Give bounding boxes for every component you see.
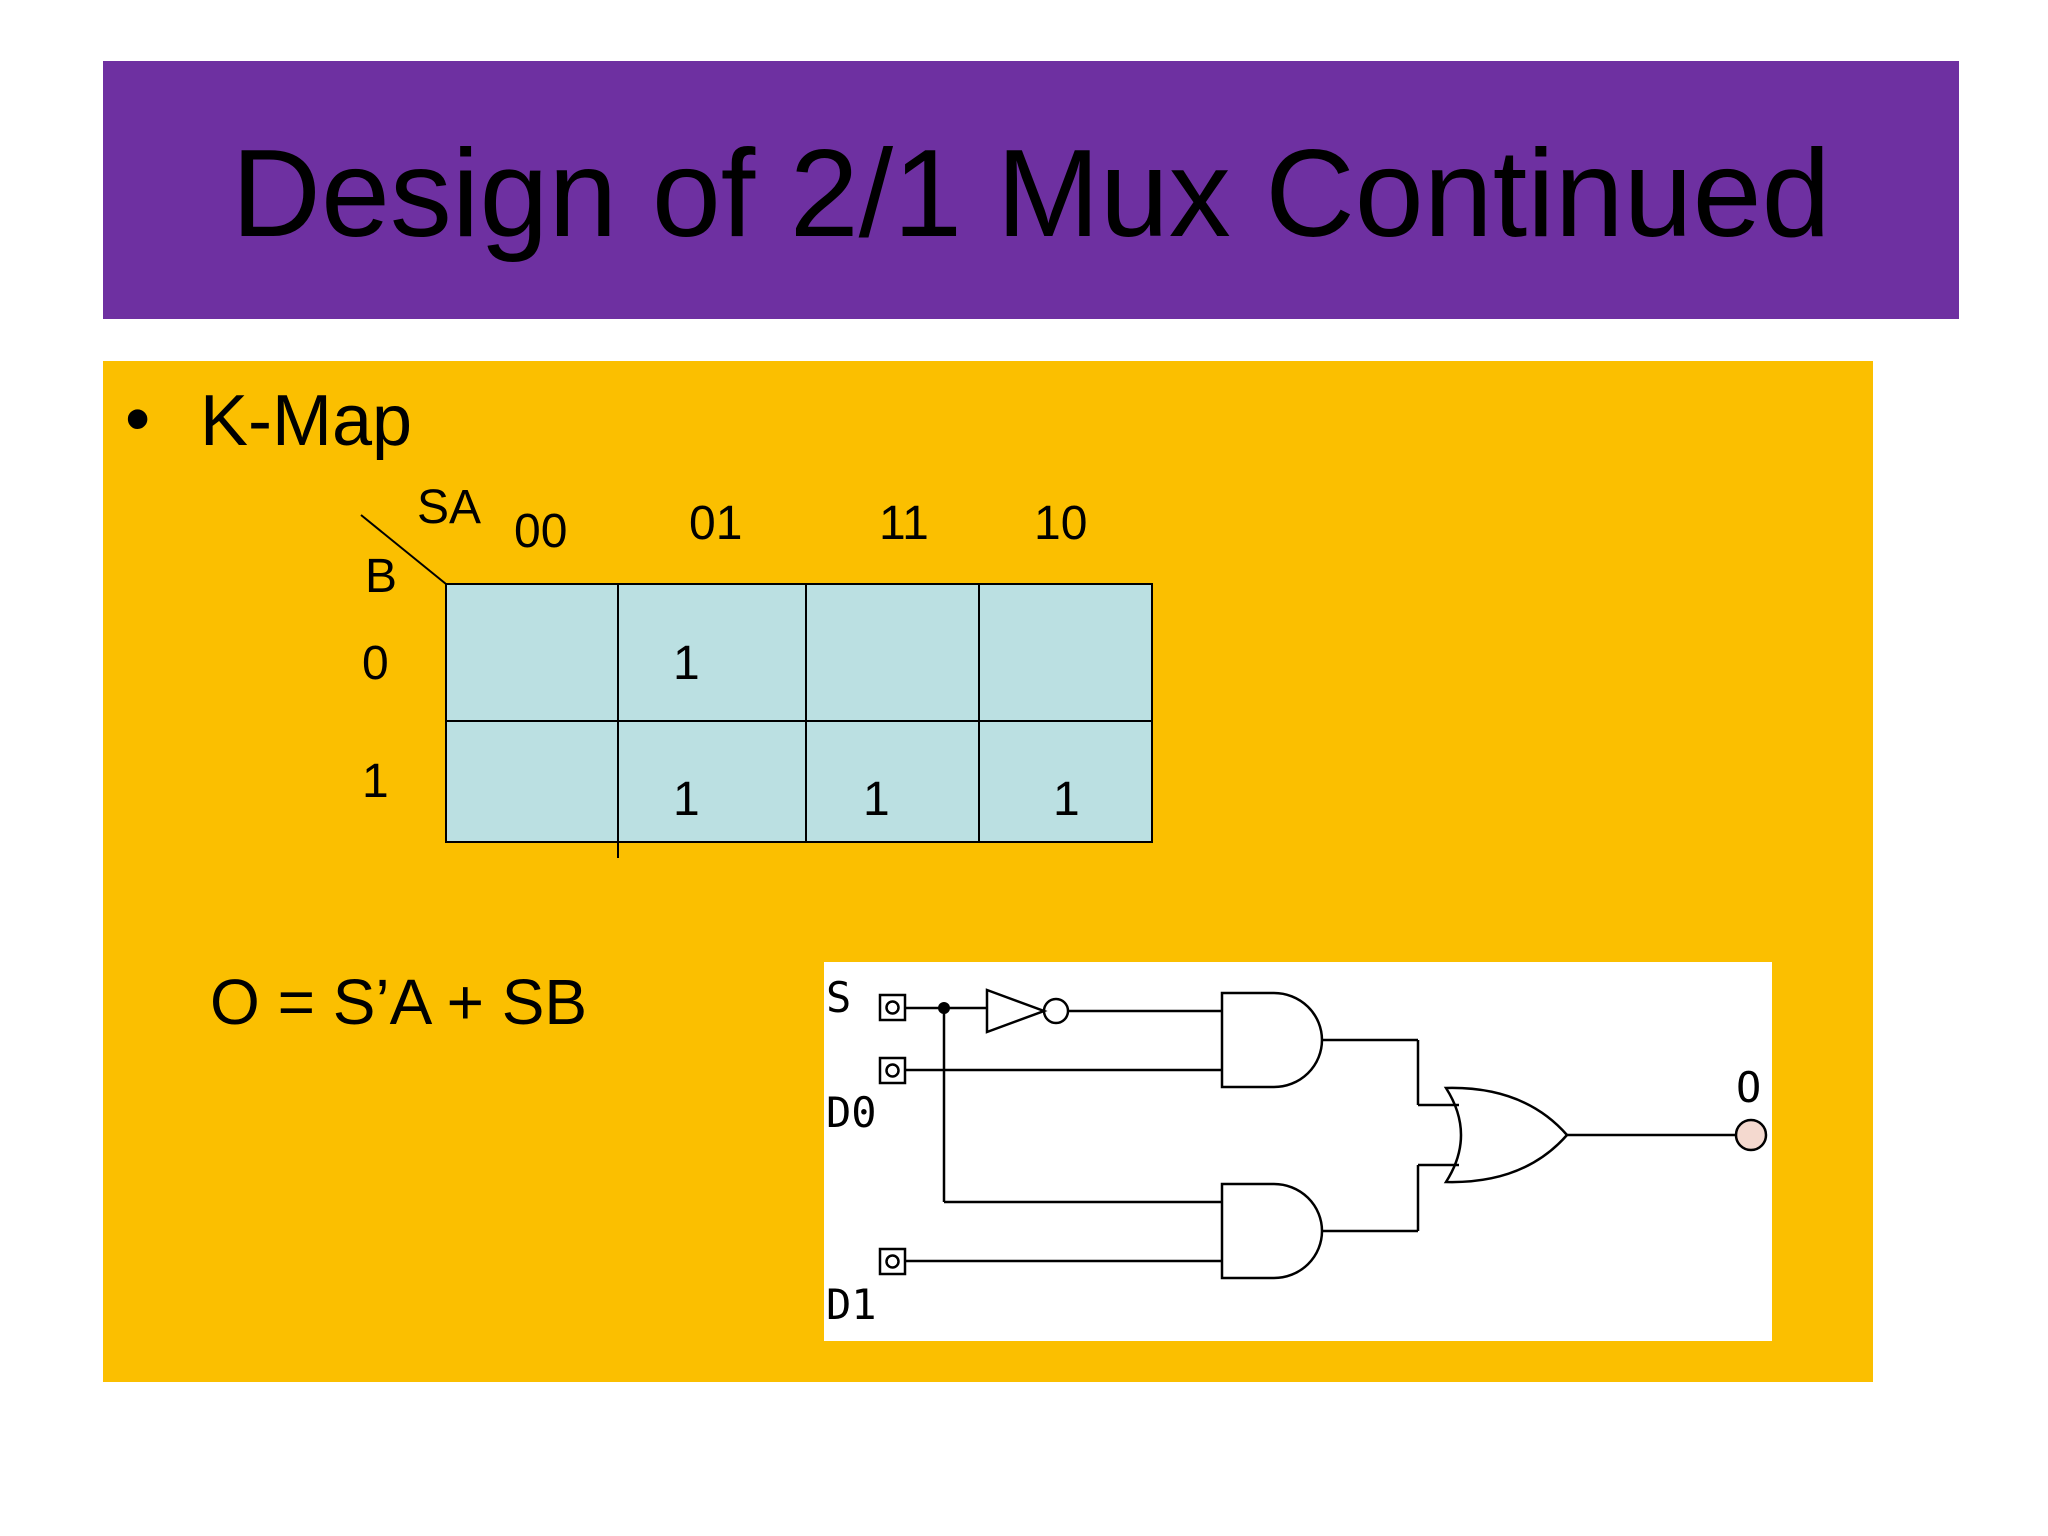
kmap-col-header: 01: [689, 497, 743, 550]
kmap-col-header: 11: [879, 497, 929, 550]
d1-input-switch: [878, 1247, 907, 1276]
slide-title: Design of 2/1 Mux Continued: [231, 125, 1831, 263]
kmap-cell: 1: [1053, 773, 1080, 826]
kmap-cell: 1: [673, 637, 700, 690]
s-input-switch: [878, 993, 907, 1022]
kmap-row-header: 1: [362, 755, 389, 808]
wire-junction-dot: [938, 1002, 950, 1014]
bullet-marker: •: [125, 379, 151, 459]
d0-input-switch: [878, 1056, 907, 1085]
and-gate-lower-icon: [1220, 1182, 1324, 1280]
d0-label: D0: [826, 1088, 877, 1137]
or-gate-icon: [1443, 1086, 1569, 1184]
kmap-col-variable: SA: [417, 481, 482, 534]
d0-input-switch-dot: [885, 1063, 900, 1078]
not-gate-icon: [985, 988, 1048, 1034]
kmap-grid: [446, 584, 1152, 842]
kmap-row-variable: B: [365, 550, 398, 603]
kmap-row-header: 0: [362, 637, 389, 690]
mux-circuit-diagram: S D0 D1 O: [824, 962, 1772, 1341]
circuit-svg: S D0 D1 O: [826, 973, 1768, 1329]
d1-label: D1: [826, 1280, 877, 1329]
s-input-switch-dot: [885, 1000, 900, 1015]
output-led-icon: [1734, 1118, 1768, 1152]
and-gate-upper-icon: [1220, 991, 1324, 1089]
bullet-kmap-label: K-Map: [200, 381, 413, 461]
kmap-cell: 1: [863, 773, 890, 826]
title-bar: Design of 2/1 Mux Continued: [103, 61, 1959, 319]
kmap-col-header: 00: [514, 505, 568, 558]
boolean-equation: O = S’A + SB: [210, 966, 588, 1038]
kmap-cell: 1: [673, 773, 700, 826]
output-label: O: [1736, 1063, 1761, 1112]
s-label: S: [826, 973, 851, 1022]
d1-input-switch-dot: [885, 1254, 900, 1269]
kmap-col-header: 10: [1034, 497, 1088, 550]
